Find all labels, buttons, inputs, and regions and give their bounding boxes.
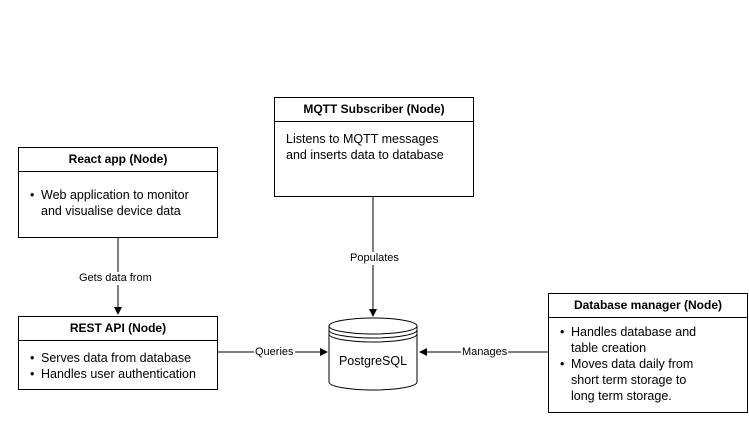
database-manager-bullet-2: Moves data daily from short term storage… bbox=[549, 356, 707, 404]
database-manager-title: Database manager (Node) bbox=[549, 294, 747, 318]
mqtt-subscriber-text-1: Listens to MQTT messages bbox=[286, 132, 439, 146]
react-app-title: React app (Node) bbox=[19, 148, 217, 172]
react-app-node: React app (Node) Web application to moni… bbox=[18, 147, 218, 238]
mqtt-subscriber-title: MQTT Subscriber (Node) bbox=[275, 98, 473, 122]
rest-api-node: REST API (Node) Serves data from databas… bbox=[18, 316, 218, 390]
edge-label-queries: Queries bbox=[254, 346, 295, 359]
rest-api-bullet-1: Serves data from database bbox=[19, 350, 217, 366]
database-cylinder bbox=[328, 317, 418, 391]
mqtt-subscriber-node: MQTT Subscriber (Node) Listens to MQTT m… bbox=[274, 97, 474, 197]
database-manager-bullet-1: Handles database and table creation bbox=[549, 324, 707, 356]
rest-api-title: REST API (Node) bbox=[19, 317, 217, 341]
edge-label-populates: Populates bbox=[349, 252, 400, 265]
database-manager-node: Database manager (Node) Handles database… bbox=[548, 293, 748, 413]
edge-label-gets-data-from: Gets data from bbox=[78, 272, 153, 285]
react-app-bullet-1: Web application to monitor and visualise… bbox=[19, 187, 207, 219]
rest-api-bullet-2: Handles user authentication bbox=[19, 366, 217, 382]
mqtt-subscriber-text-2: and inserts data to database bbox=[286, 148, 444, 162]
edge-label-manages: Manages bbox=[461, 346, 509, 359]
database-label: PostgreSQL bbox=[338, 354, 408, 368]
